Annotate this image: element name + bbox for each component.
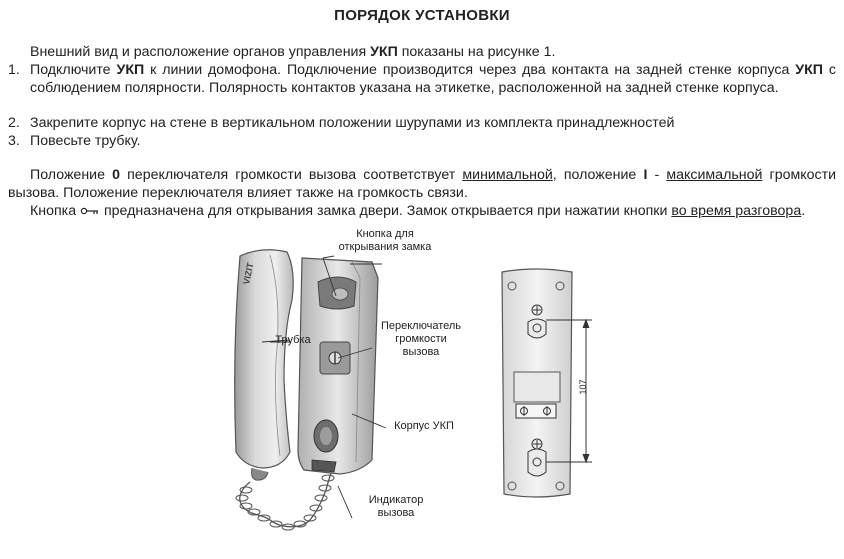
handset-brand: VIZIT xyxy=(241,261,255,285)
intro-text: Внешний вид и расположение органов управ… xyxy=(30,44,371,60)
cord-coil xyxy=(321,474,335,482)
label-body: Корпус УКП xyxy=(394,420,454,432)
cord-coil xyxy=(247,508,261,516)
key-icon xyxy=(80,208,99,215)
step-number: 1. xyxy=(8,62,20,78)
step-1: 1.Подключите УКП к линии домофона. Подкл… xyxy=(8,62,836,96)
cord-coil xyxy=(318,484,332,492)
back-view xyxy=(501,268,573,498)
cord-coil xyxy=(257,514,271,522)
cord-coil xyxy=(303,514,317,522)
cord-coil xyxy=(239,502,253,510)
page-title: ПОРЯДОК УСТАНОВКИ xyxy=(334,7,510,24)
intro-tail: показаны на рисунке 1. xyxy=(397,44,556,60)
cord-coil xyxy=(293,520,307,528)
base-unit xyxy=(297,257,379,475)
intro-bold: УКП xyxy=(370,44,398,60)
cord-coil xyxy=(235,494,249,502)
label-indicator: Индикатор вызова xyxy=(368,494,424,519)
cord-coil xyxy=(281,523,295,531)
call-indicator xyxy=(311,459,337,473)
handset-cord xyxy=(239,469,333,528)
cord-coil xyxy=(314,494,328,502)
cord-coil xyxy=(269,520,283,528)
step-number: 3. xyxy=(8,133,20,149)
label-handset: Трубка xyxy=(275,334,311,346)
cord-coil xyxy=(239,486,253,494)
cord-coil xyxy=(309,504,323,512)
dimension-value: 107 xyxy=(578,379,588,395)
label-unlock-button: Кнопка для открывания замка xyxy=(338,228,432,253)
intro-paragraph: Внешний вид и расположение органов управ… xyxy=(8,43,836,61)
step-number: 2. xyxy=(8,115,20,131)
handset: VIZIT xyxy=(234,249,294,481)
button-paragraph: Кнопка предназначена для открывания замк… xyxy=(30,203,806,219)
step-3: 3.Повесьте трубку. xyxy=(8,133,141,149)
volume-paragraph: Положение 0 переключателя громкости вызо… xyxy=(8,167,836,201)
cord-coils xyxy=(235,474,335,531)
polarity-label xyxy=(513,371,561,403)
dimension-line xyxy=(546,318,592,464)
step-2: 2.Закрепите корпус на стене в вертикальн… xyxy=(8,115,675,131)
label-volume-switch: Переключатель громкости вызова xyxy=(380,320,462,358)
leader-lines xyxy=(261,255,387,519)
